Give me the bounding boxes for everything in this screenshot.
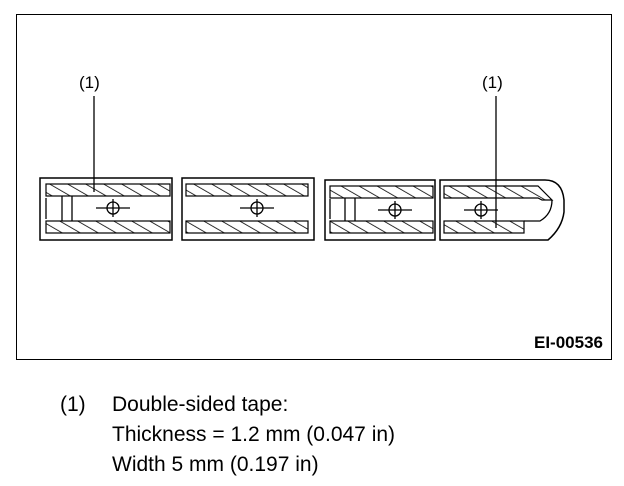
legend-line-2: Thickness = 1.2 mm (0.047 in) xyxy=(112,423,396,446)
tape-strip-bottom xyxy=(45,220,171,234)
figure-id: EI-00536 xyxy=(534,333,603,352)
molding-segment-3 xyxy=(324,179,436,241)
tape-strip-top xyxy=(443,185,554,201)
callout-1-left: (1) xyxy=(79,73,100,192)
fastener-hole-symbol xyxy=(96,199,130,217)
molding-segment-4 xyxy=(439,179,565,241)
legend-line-3: Width 5 mm (0.197 in) xyxy=(112,453,319,476)
callout-1-right: (1) xyxy=(482,73,503,228)
tape-strip-bottom xyxy=(329,220,434,234)
legend-number: (1) xyxy=(60,393,86,416)
molding-segment-1 xyxy=(39,177,173,241)
tape-strip-top xyxy=(185,183,309,197)
tape-strip-bottom xyxy=(185,220,309,234)
callout-label: (1) xyxy=(79,73,100,92)
tape-strip-top xyxy=(329,185,434,199)
legend-line-1: Double-sided tape: xyxy=(112,393,289,416)
tape-strip-bottom xyxy=(443,220,525,234)
legend-text: Double-sided tape: Thickness = 1.2 mm (0… xyxy=(112,390,395,480)
tape-strip-top xyxy=(45,183,171,197)
molding-segment-2 xyxy=(181,177,315,241)
callout-label: (1) xyxy=(482,73,503,92)
fastener-hole-symbol xyxy=(240,199,274,217)
fastener-hole-symbol xyxy=(464,201,498,219)
fastener-hole-symbol xyxy=(378,201,412,219)
figure-frame: EI-00536 xyxy=(16,14,612,360)
